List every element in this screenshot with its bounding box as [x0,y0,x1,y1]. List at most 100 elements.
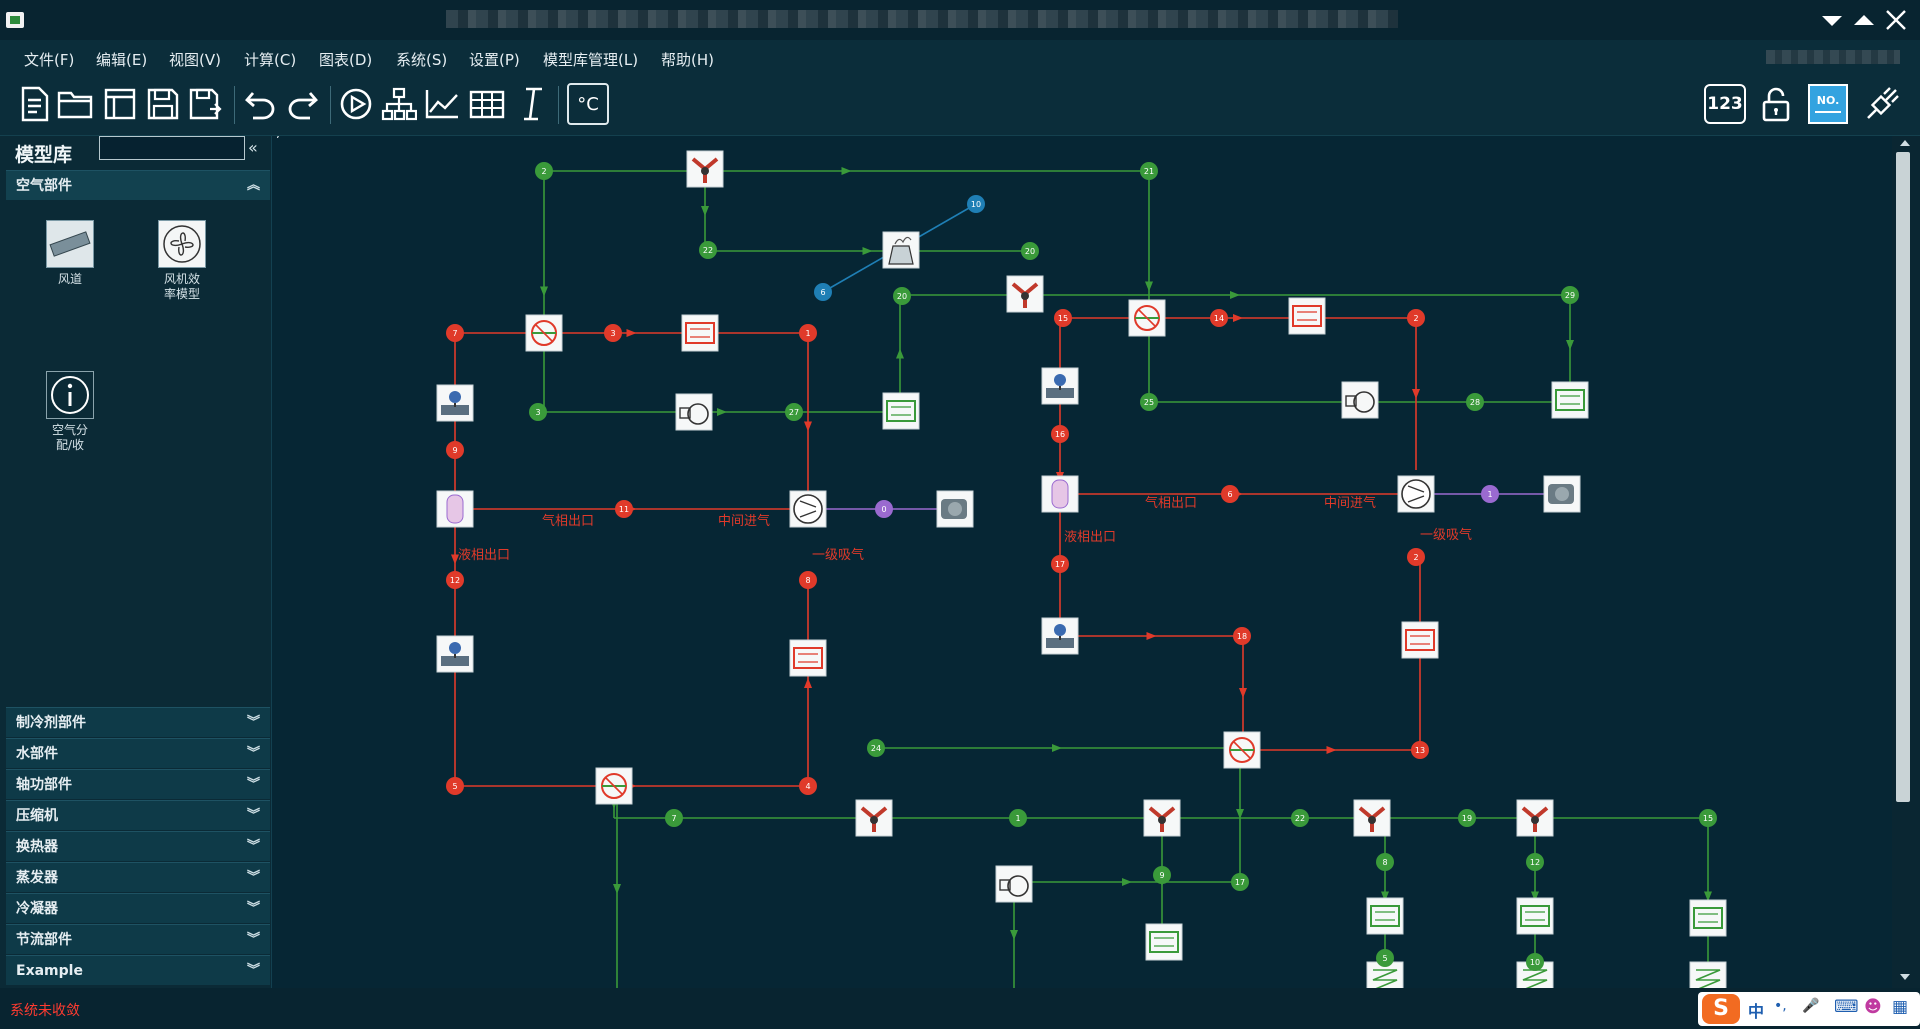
system-diagram-canvas[interactable]: (44) 水分流部件(40) 冷却塔(43) 水混合部件(2) 满液式换热器(8… [248,96,1892,1019]
node-marker[interactable]: 27 [785,403,803,421]
component-motor[interactable] [1543,475,1581,513]
component-splitter[interactable] [1516,799,1554,837]
component-pipe-green[interactable] [1551,381,1589,419]
component-pipe-green[interactable] [1516,897,1554,935]
close-button[interactable] [1884,8,1908,32]
node-marker[interactable]: 17 [1051,555,1069,573]
library-item-duct[interactable]: 风道 [30,220,110,287]
node-marker[interactable]: 0 [875,500,893,518]
node-marker[interactable]: 6 [814,283,832,301]
punctuation-icon[interactable]: •, [1774,998,1787,1014]
node-marker[interactable]: 20 [1021,242,1039,260]
scroll-up-arrow[interactable] [1900,140,1910,146]
menu-view[interactable]: 视图(V) [169,51,221,69]
minimize-button[interactable] [1820,10,1844,30]
ime-mode-label[interactable]: 中 [1748,1002,1765,1021]
node-marker[interactable]: 19 [1458,809,1476,827]
component-splitter[interactable] [855,799,893,837]
component-hx[interactable] [1128,299,1166,337]
node-marker[interactable]: 12 [1526,853,1544,871]
node-marker[interactable]: 29 [1561,286,1579,304]
component-pipe-red[interactable] [1288,297,1326,335]
node-marker[interactable]: 14 [1210,309,1228,327]
scrollbar-thumb[interactable] [1896,152,1910,802]
menu-system[interactable]: 系统(S) [396,51,448,69]
node-marker[interactable]: 3 [604,324,622,342]
open-folder-icon[interactable] [56,84,96,124]
component-pipe-green[interactable] [1145,923,1183,961]
node-marker[interactable]: 7 [665,809,683,827]
microphone-icon[interactable]: 🎤 [1802,998,1820,1014]
category-throttle[interactable]: 节流部件︾ [6,924,270,954]
vertical-scrollbar[interactable] [1892,136,1920,988]
component-pipe-green[interactable] [882,392,920,430]
category-heat-exchanger[interactable]: 换热器︾ [6,831,270,861]
menu-library[interactable]: 模型库管理(L) [543,51,639,69]
node-marker[interactable]: 2 [1407,309,1425,327]
node-marker[interactable]: 13 [1411,741,1429,759]
component-splitter[interactable] [686,150,724,188]
menu-chart[interactable]: 图表(D) [319,51,373,69]
component-valve[interactable] [436,384,474,422]
node-marker[interactable]: 12 [446,571,464,589]
run-icon[interactable] [336,84,376,124]
node-marker[interactable]: 9 [446,441,464,459]
number-display-button[interactable]: 123 [1704,84,1746,124]
node-marker[interactable]: 15 [1699,809,1717,827]
node-marker[interactable]: 10 [967,195,985,213]
layout-icon[interactable] [100,84,140,124]
node-marker[interactable]: 11 [615,500,633,518]
skin-icon[interactable]: ☻ [1864,997,1882,1017]
category-condenser[interactable]: 冷凝器︾ [6,893,270,923]
node-marker[interactable]: 16 [1051,425,1069,443]
node-marker[interactable]: 9 [1153,866,1171,884]
component-splitter[interactable] [1353,799,1391,837]
menu-calc[interactable]: 计算(C) [244,51,297,69]
node-marker[interactable]: 21 [1140,162,1158,180]
component-coil[interactable] [1689,961,1727,999]
table-icon[interactable] [467,84,507,124]
component-tank[interactable] [1041,475,1079,513]
node-marker[interactable]: 28 [1466,393,1484,411]
component-splitter[interactable] [1006,275,1044,313]
node-marker[interactable]: 17 [1231,873,1249,891]
node-marker[interactable]: 8 [1376,853,1394,871]
toolbox-icon[interactable]: ▦ [1892,997,1909,1017]
menu-help[interactable]: 帮助(H) [661,51,714,69]
category-air-parts[interactable]: 空气部件 ︽ [6,170,270,200]
node-marker[interactable]: 10 [1526,953,1544,971]
component-compressor[interactable] [789,490,827,528]
node-marker[interactable]: 20 [893,287,911,305]
node-marker[interactable]: 22 [699,241,717,259]
text-cursor-icon[interactable] [513,84,553,124]
node-marker[interactable]: 4 [799,777,817,795]
node-marker[interactable]: 8 [799,571,817,589]
library-search-input[interactable] [99,136,245,160]
node-marker[interactable]: 6 [1221,485,1239,503]
component-pump[interactable] [675,393,713,431]
node-marker[interactable]: 1 [1009,809,1027,827]
collapse-panel-button[interactable]: « [248,138,258,157]
library-item-air-distribution[interactable]: 空气分 配/收 [30,371,110,453]
line-chart-icon[interactable] [422,84,462,124]
save-as-icon[interactable] [186,84,226,124]
node-marker[interactable]: 2 [535,162,553,180]
component-pipe-red[interactable] [789,639,827,677]
category-evaporator[interactable]: 蒸发器︾ [6,862,270,892]
category-shaft[interactable]: 轴功部件︾ [6,769,270,799]
menu-settings[interactable]: 设置(P) [469,51,520,69]
keyboard-icon[interactable]: ⌨ [1834,997,1859,1017]
menu-edit[interactable]: 编辑(E) [96,51,148,69]
category-water[interactable]: 水部件︾ [6,738,270,768]
component-pipe-green[interactable] [1366,897,1404,935]
component-pipe-red[interactable] [1401,621,1439,659]
category-compressor[interactable]: 压缩机︾ [6,800,270,830]
maximize-button[interactable] [1852,10,1876,30]
node-marker[interactable]: 15 [1054,309,1072,327]
category-refrigerant[interactable]: 制冷剂部件︾ [6,707,270,737]
node-marker[interactable]: 1 [1481,485,1499,503]
component-pump[interactable] [995,865,1033,903]
new-document-icon[interactable] [14,84,54,124]
node-marker[interactable]: 5 [446,777,464,795]
hierarchy-icon[interactable] [379,84,419,124]
